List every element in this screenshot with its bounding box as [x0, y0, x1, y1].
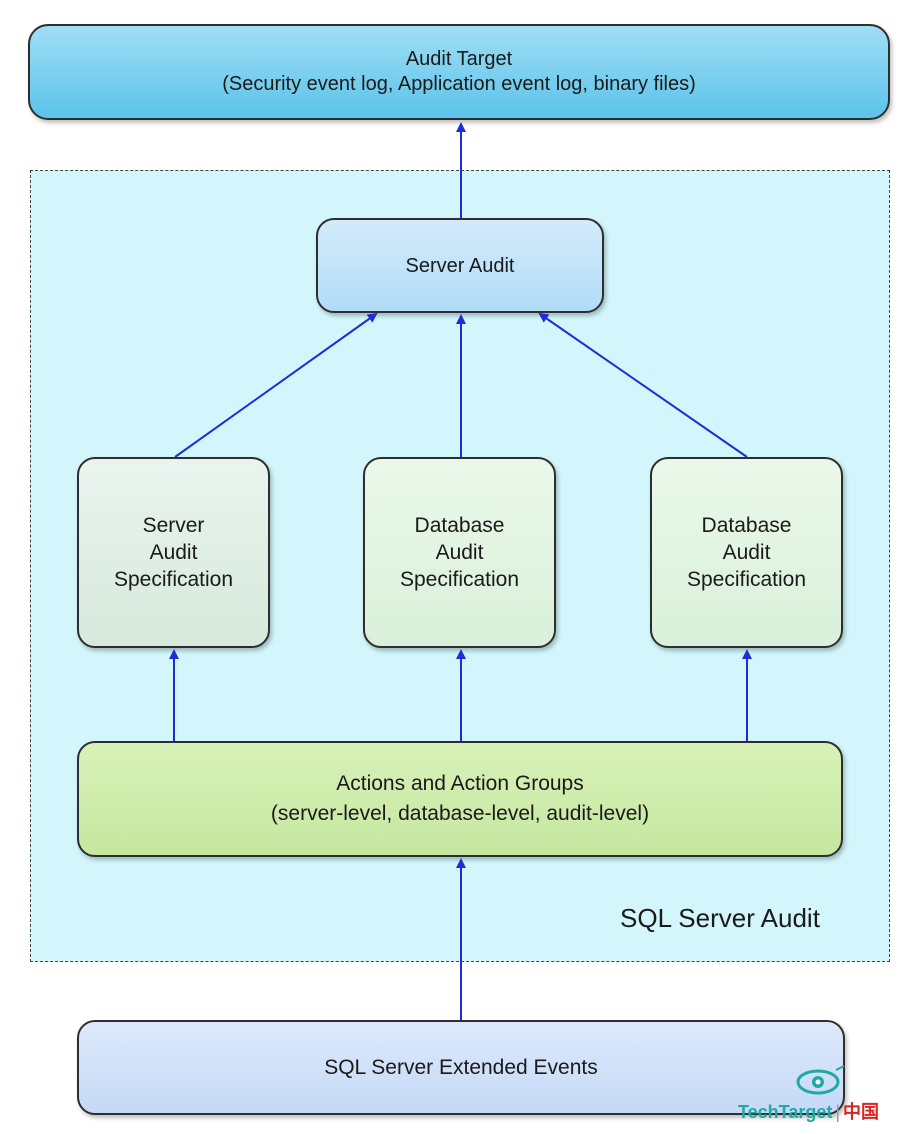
- audit-target-box: Audit Target (Security event log, Applic…: [28, 24, 890, 120]
- actions-and-action-groups-box: Actions and Action Groups (server-level,…: [77, 741, 843, 857]
- database-audit-specification-box-1: Database Audit Specification: [363, 457, 556, 648]
- logo-suffix: 中国: [843, 1102, 880, 1122]
- spec-line: Database: [701, 513, 792, 537]
- logo-name: TechTarget: [738, 1102, 833, 1122]
- server-audit-box: Server Audit: [316, 218, 604, 313]
- spec-line: Audit: [435, 540, 484, 564]
- spec-line: Audit: [722, 540, 771, 564]
- spec-line: Server: [142, 513, 205, 537]
- techtarget-logo: TechTarget|中国: [738, 1062, 904, 1134]
- server-audit-specification-box: Server Audit Specification: [77, 457, 270, 648]
- actions-subtitle: (server-level, database-level, audit-lev…: [270, 802, 650, 825]
- spec-line: Database: [414, 513, 505, 537]
- spec-line: Specification: [686, 568, 807, 592]
- spec-line: Specification: [399, 568, 520, 592]
- database-audit-specification-box-2: Database Audit Specification: [650, 457, 843, 648]
- spec-line: Specification: [113, 568, 234, 592]
- extended-events-box: SQL Server Extended Events: [77, 1020, 845, 1115]
- extended-events-label: SQL Server Extended Events: [324, 1055, 598, 1079]
- spec-line: Audit: [149, 540, 198, 564]
- audit-target-subtitle: (Security event log, Application event l…: [222, 73, 696, 95]
- actions-title: Actions and Action Groups: [336, 771, 584, 795]
- eye-icon: [796, 1065, 845, 1095]
- audit-target-title: Audit Target: [405, 48, 513, 70]
- sql-server-audit-label: SQL Server Audit: [620, 903, 820, 933]
- server-audit-label: Server Audit: [405, 254, 515, 277]
- logo-wordmark: TechTarget|中国: [738, 1102, 880, 1122]
